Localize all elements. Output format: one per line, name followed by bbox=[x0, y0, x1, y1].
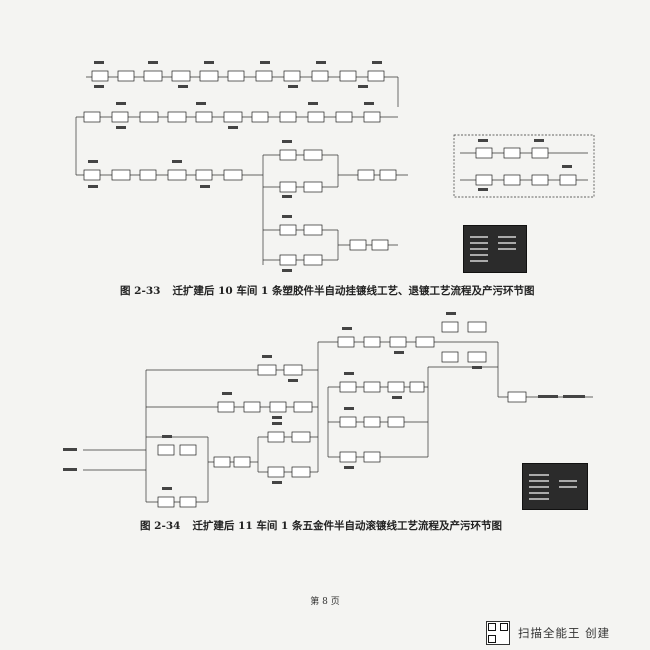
figure-2-34-flowchart bbox=[63, 312, 593, 508]
legend-items bbox=[470, 236, 516, 262]
figure-number: 图 2-34 bbox=[140, 520, 181, 532]
figure-2-34-legend bbox=[522, 463, 588, 510]
figure-2-34-caption: 图 2-34 迁扩建后 11 车间 1 条五金件半自动滚镀线工艺流程及产污环节图 bbox=[140, 518, 502, 533]
figure-2-33-caption: 图 2-33 迁扩建后 10 车间 1 条塑胶件半自动挂镀线工艺、退镀工艺流程及产… bbox=[120, 283, 534, 298]
legend-items bbox=[529, 474, 577, 500]
figure-title: 迁扩建后 11 车间 1 条五金件半自动滚镀线工艺流程及产污环节图 bbox=[192, 520, 502, 532]
figure-2-33-flowchart bbox=[75, 61, 595, 272]
figure-number: 图 2-33 bbox=[120, 285, 161, 297]
figure-2-33-legend bbox=[463, 225, 527, 273]
qr-code-icon bbox=[486, 621, 510, 645]
figure-title: 迁扩建后 10 车间 1 条塑胶件半自动挂镀线工艺、退镀工艺流程及产污环节图 bbox=[172, 285, 535, 297]
page-number: 第 8 页 bbox=[310, 597, 340, 607]
watermark-text: 扫描全能王 创建 bbox=[518, 626, 611, 640]
scanner-watermark: 扫描全能王 创建 bbox=[486, 621, 611, 645]
